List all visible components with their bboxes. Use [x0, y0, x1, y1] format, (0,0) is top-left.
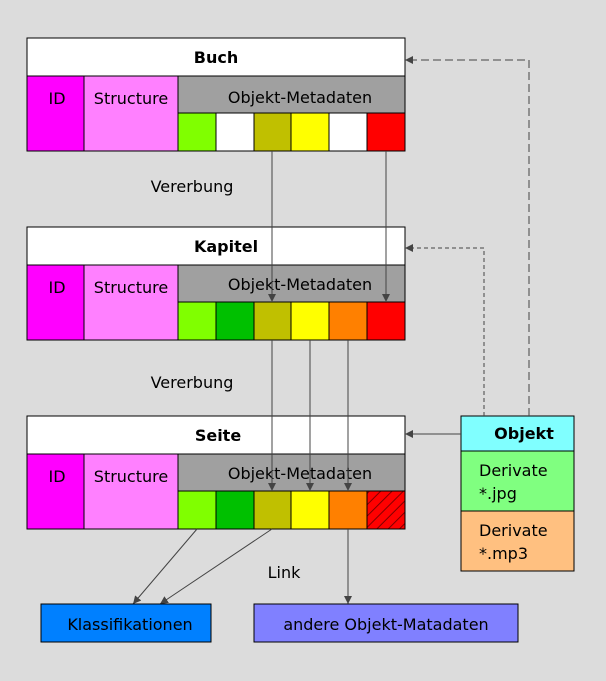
vererbung-label-2: Vererbung: [151, 373, 234, 392]
buch-meta-header: [177, 75, 406, 114]
derivate-mp3-line-1: Derivate: [479, 521, 548, 540]
derivate-mp3-line-2: *.mp3: [479, 544, 528, 563]
kapitel-meta-label: Objekt-Metadaten: [228, 275, 372, 294]
kapitel-swatch-4: [290, 301, 330, 341]
seite-id-label: ID: [48, 467, 65, 486]
buch-structure-cell: [83, 75, 179, 152]
seite-title: Seite: [195, 426, 242, 445]
buch-swatch-4: [290, 112, 330, 152]
arrow-link-lime-klass: [132, 528, 198, 605]
block-kapitel: Kapitel ID Structure Objekt-Metadaten: [26, 226, 406, 341]
seite-swatch-4: [290, 490, 330, 530]
kapitel-title-bar: [26, 226, 406, 266]
block-seite: Seite ID Structure Objekt-Metadaten: [26, 415, 406, 530]
objekt-title-cell: [460, 415, 575, 452]
kapitel-swatch-6: [366, 301, 406, 341]
seite-structure-label: Structure: [94, 467, 168, 486]
kapitel-swatch-5: [328, 301, 368, 341]
buch-title: Buch: [194, 48, 238, 67]
buch-swatch-6: [366, 112, 406, 152]
seite-meta-header: [177, 453, 406, 492]
klassifikationen-box: [40, 603, 212, 643]
buch-swatch-5: [328, 112, 368, 152]
buch-id-cell: [26, 75, 85, 152]
seite-swatch-3: [253, 490, 292, 530]
seite-structure-cell: [83, 453, 179, 530]
buch-title-bar: [26, 37, 406, 77]
buch-swatch-3: [253, 112, 292, 152]
objekt-connectors: [405, 56, 530, 438]
kapitel-structure-label: Structure: [94, 278, 168, 297]
link-arrows: [132, 528, 352, 605]
seite-swatch-1: [177, 490, 217, 530]
buch-swatch-2: [215, 112, 255, 152]
buch-id-label: ID: [48, 89, 65, 108]
kapitel-id-label: ID: [48, 278, 65, 297]
objekt-box: Objekt Derivate *.jpg Derivate *.mp3: [460, 415, 575, 572]
link-label: Link: [268, 563, 302, 582]
block-buch: Buch ID Structure Objekt-Metadaten: [26, 37, 406, 152]
objekt-title: Objekt: [494, 424, 554, 443]
kapitel-structure-cell: [83, 264, 179, 341]
vererbung-label-1: Vererbung: [151, 177, 234, 196]
arrow-objekt-buch-dashed: [405, 56, 530, 416]
buch-swatch-1: [177, 112, 217, 152]
kapitel-swatch-1: [177, 301, 217, 341]
kapitel-id-cell: [26, 264, 85, 341]
derivate-jpg-line-2: *.jpg: [479, 484, 517, 503]
seite-swatch-2: [215, 490, 255, 530]
arrow-link-olive-klass: [159, 528, 273, 605]
andere-metadaten-label: andere Objekt-Matadaten: [283, 615, 488, 634]
seite-swatch-5: [328, 490, 368, 530]
seite-swatch-6-hatched: [366, 490, 406, 530]
target-andere-metadaten: andere Objekt-Matadaten: [253, 603, 519, 643]
kapitel-meta-header: [177, 264, 406, 303]
inheritance-arrows: [268, 151, 390, 491]
kapitel-title: Kapitel: [194, 237, 258, 256]
derivate-jpg-line-1: Derivate: [479, 461, 548, 480]
andere-metadaten-box: [253, 603, 519, 643]
buch-structure-label: Structure: [94, 89, 168, 108]
target-klassifikationen: Klassifikationen: [40, 603, 212, 643]
arrow-objekt-kapitel-dashed: [405, 244, 485, 416]
derivate-mp3-cell: [460, 510, 575, 572]
buch-meta-label: Objekt-Metadaten: [228, 88, 372, 107]
seite-id-cell: [26, 453, 85, 530]
derivate-jpg-cell: [460, 450, 575, 512]
kapitel-swatch-2: [215, 301, 255, 341]
seite-meta-label: Objekt-Metadaten: [228, 464, 372, 483]
kapitel-swatch-3: [253, 301, 292, 341]
klassifikationen-label: Klassifikationen: [67, 615, 192, 634]
